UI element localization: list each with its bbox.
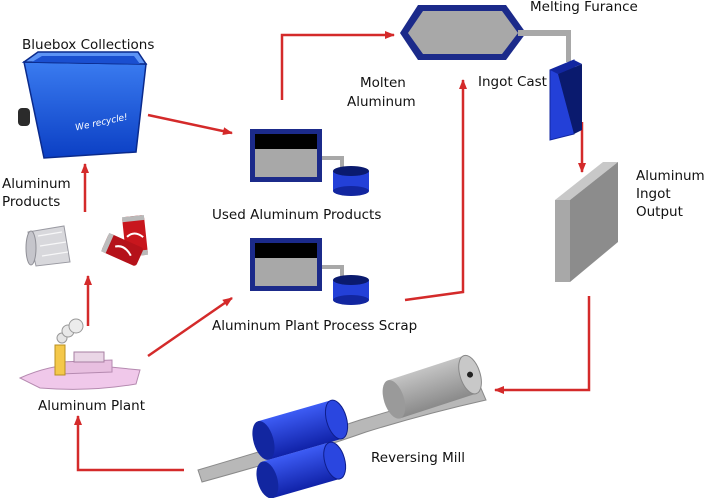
ingot-block-icon [555, 162, 618, 282]
arrow-plant-to-scrap [147, 296, 233, 358]
label-aluminum-products-line1: Aluminum [2, 176, 71, 192]
flow-arrows [74, 31, 591, 472]
shredder-machine-icon [250, 238, 369, 305]
label-aluminum-plant: Aluminum Plant [38, 398, 145, 414]
arrow-bin-to-used-products [147, 113, 233, 136]
aluminum-plant-icon [18, 318, 141, 390]
label-ingot-cast: Ingot Cast [478, 74, 547, 90]
soda-cans-icon [101, 214, 149, 266]
label-aluminum-products-line2: Products [2, 194, 60, 210]
label-bluebox-collections: Bluebox Collections [22, 37, 154, 53]
shredder-machine-icon [250, 129, 369, 196]
label-molten-aluminum-line1: Molten [360, 75, 406, 91]
label-used-aluminum-products: Used Aluminum Products [212, 207, 381, 223]
label-melting-furnace: Melting Furance [530, 0, 638, 15]
reversing-mill-icon [197, 354, 487, 498]
label-ingot-output-line3: Output [636, 204, 683, 220]
arrow-output-to-mill [494, 296, 591, 394]
label-molten-aluminum-line2: Aluminum [347, 94, 416, 110]
label-aluminum-plant-process-scrap: Aluminum Plant Process Scrap [212, 318, 417, 334]
blue-recycling-bin-icon: We recycle! [18, 51, 148, 159]
aluminum-foil-icon [25, 225, 71, 267]
arrow-scrap-to-furnace [404, 79, 467, 302]
ingot-cast-icon [549, 59, 582, 141]
arrow-used-products-to-furnace [280, 31, 395, 100]
label-ingot-output-line1: Aluminum [636, 168, 705, 184]
melting-furnace-icon [400, 5, 571, 62]
arrow-mill-to-plant [74, 415, 184, 472]
label-ingot-output-line2: Ingot [636, 186, 671, 202]
label-reversing-mill: Reversing Mill [371, 450, 465, 466]
